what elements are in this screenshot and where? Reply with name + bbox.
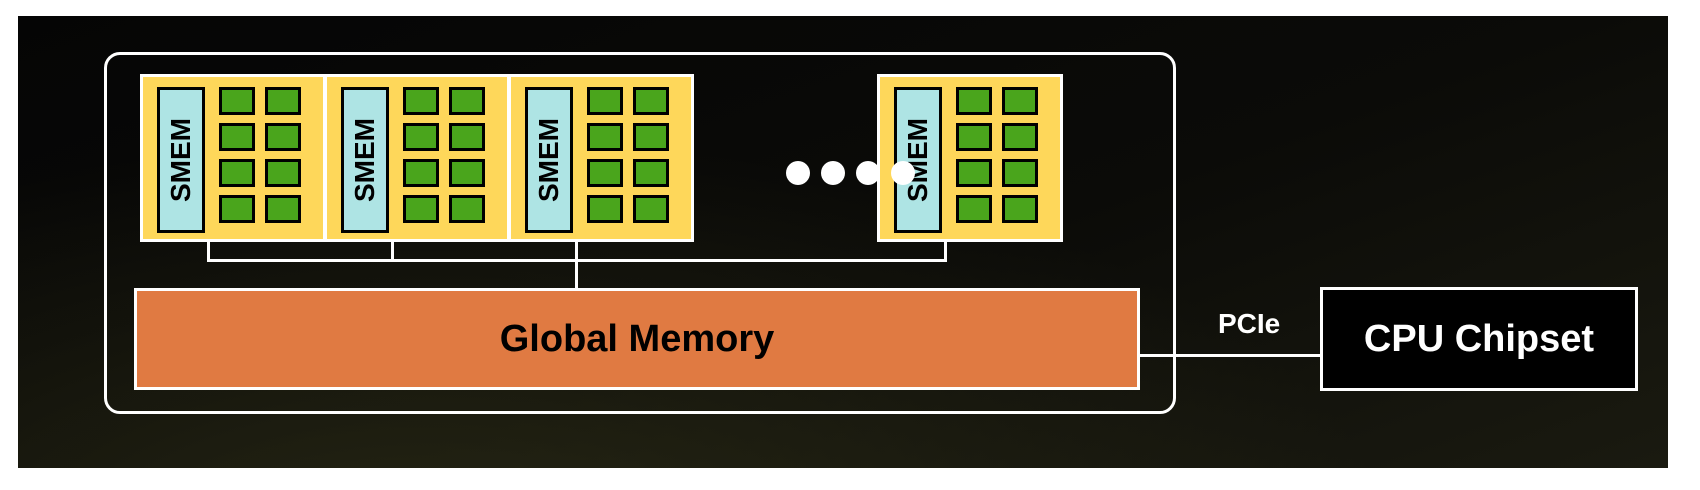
core-unit bbox=[265, 159, 301, 187]
core-unit bbox=[219, 159, 255, 187]
sm-block: SMEM bbox=[508, 74, 694, 242]
core-unit bbox=[449, 195, 485, 223]
core-unit bbox=[403, 87, 439, 115]
core-unit bbox=[403, 195, 439, 223]
core-unit bbox=[587, 87, 623, 115]
core-unit bbox=[587, 123, 623, 151]
pcie-connector bbox=[1140, 354, 1320, 357]
core-unit bbox=[219, 123, 255, 151]
smem-block: SMEM bbox=[341, 87, 389, 233]
smem-block: SMEM bbox=[525, 87, 573, 233]
core-unit bbox=[956, 195, 992, 223]
core-unit bbox=[956, 123, 992, 151]
core-unit bbox=[956, 87, 992, 115]
core-unit bbox=[265, 123, 301, 151]
pcie-label: PCIe bbox=[1218, 308, 1281, 339]
ellipsis-dot bbox=[786, 161, 810, 185]
smem-label: SMEM bbox=[165, 118, 196, 202]
core-unit bbox=[633, 87, 669, 115]
ellipsis-dot bbox=[821, 161, 845, 185]
core-unit bbox=[265, 87, 301, 115]
core-unit bbox=[449, 87, 485, 115]
bus-drop bbox=[575, 242, 578, 288]
smem-block: SMEM bbox=[157, 87, 205, 233]
global-memory-block: Global Memory bbox=[134, 288, 1140, 390]
core-unit bbox=[587, 195, 623, 223]
core-unit bbox=[403, 159, 439, 187]
core-unit bbox=[449, 159, 485, 187]
core-unit bbox=[633, 123, 669, 151]
core-unit bbox=[956, 159, 992, 187]
diagram-canvas: SMEM SMEM SMEM SMEM Global Memory PCIe C… bbox=[18, 16, 1668, 468]
core-unit bbox=[1002, 123, 1038, 151]
sm-block: SMEM bbox=[140, 74, 326, 242]
bus-drop bbox=[391, 242, 394, 262]
smem-label: SMEM bbox=[533, 118, 564, 202]
sm-block: SMEM bbox=[877, 74, 1063, 242]
core-unit bbox=[219, 195, 255, 223]
core-unit bbox=[1002, 195, 1038, 223]
core-unit bbox=[1002, 87, 1038, 115]
core-unit bbox=[587, 159, 623, 187]
core-unit bbox=[219, 87, 255, 115]
cpu-chipset-label: CPU Chipset bbox=[1363, 317, 1595, 360]
ellipsis-dot bbox=[891, 161, 915, 185]
global-memory-label: Global Memory bbox=[499, 317, 775, 360]
core-unit bbox=[633, 159, 669, 187]
smem-label: SMEM bbox=[902, 118, 933, 202]
core-unit bbox=[1002, 159, 1038, 187]
gpu-boundary bbox=[104, 52, 1176, 414]
bus-line bbox=[207, 259, 947, 262]
ellipsis-dot bbox=[856, 161, 880, 185]
core-unit bbox=[403, 123, 439, 151]
core-unit bbox=[633, 195, 669, 223]
core-unit bbox=[265, 195, 301, 223]
smem-label: SMEM bbox=[349, 118, 380, 202]
bus-drop bbox=[944, 242, 947, 262]
bus-drop bbox=[207, 242, 210, 262]
cpu-chipset-block: CPU Chipset bbox=[1320, 287, 1638, 391]
sm-block: SMEM bbox=[324, 74, 510, 242]
core-unit bbox=[449, 123, 485, 151]
ellipsis bbox=[786, 161, 916, 189]
smem-block: SMEM bbox=[894, 87, 942, 233]
